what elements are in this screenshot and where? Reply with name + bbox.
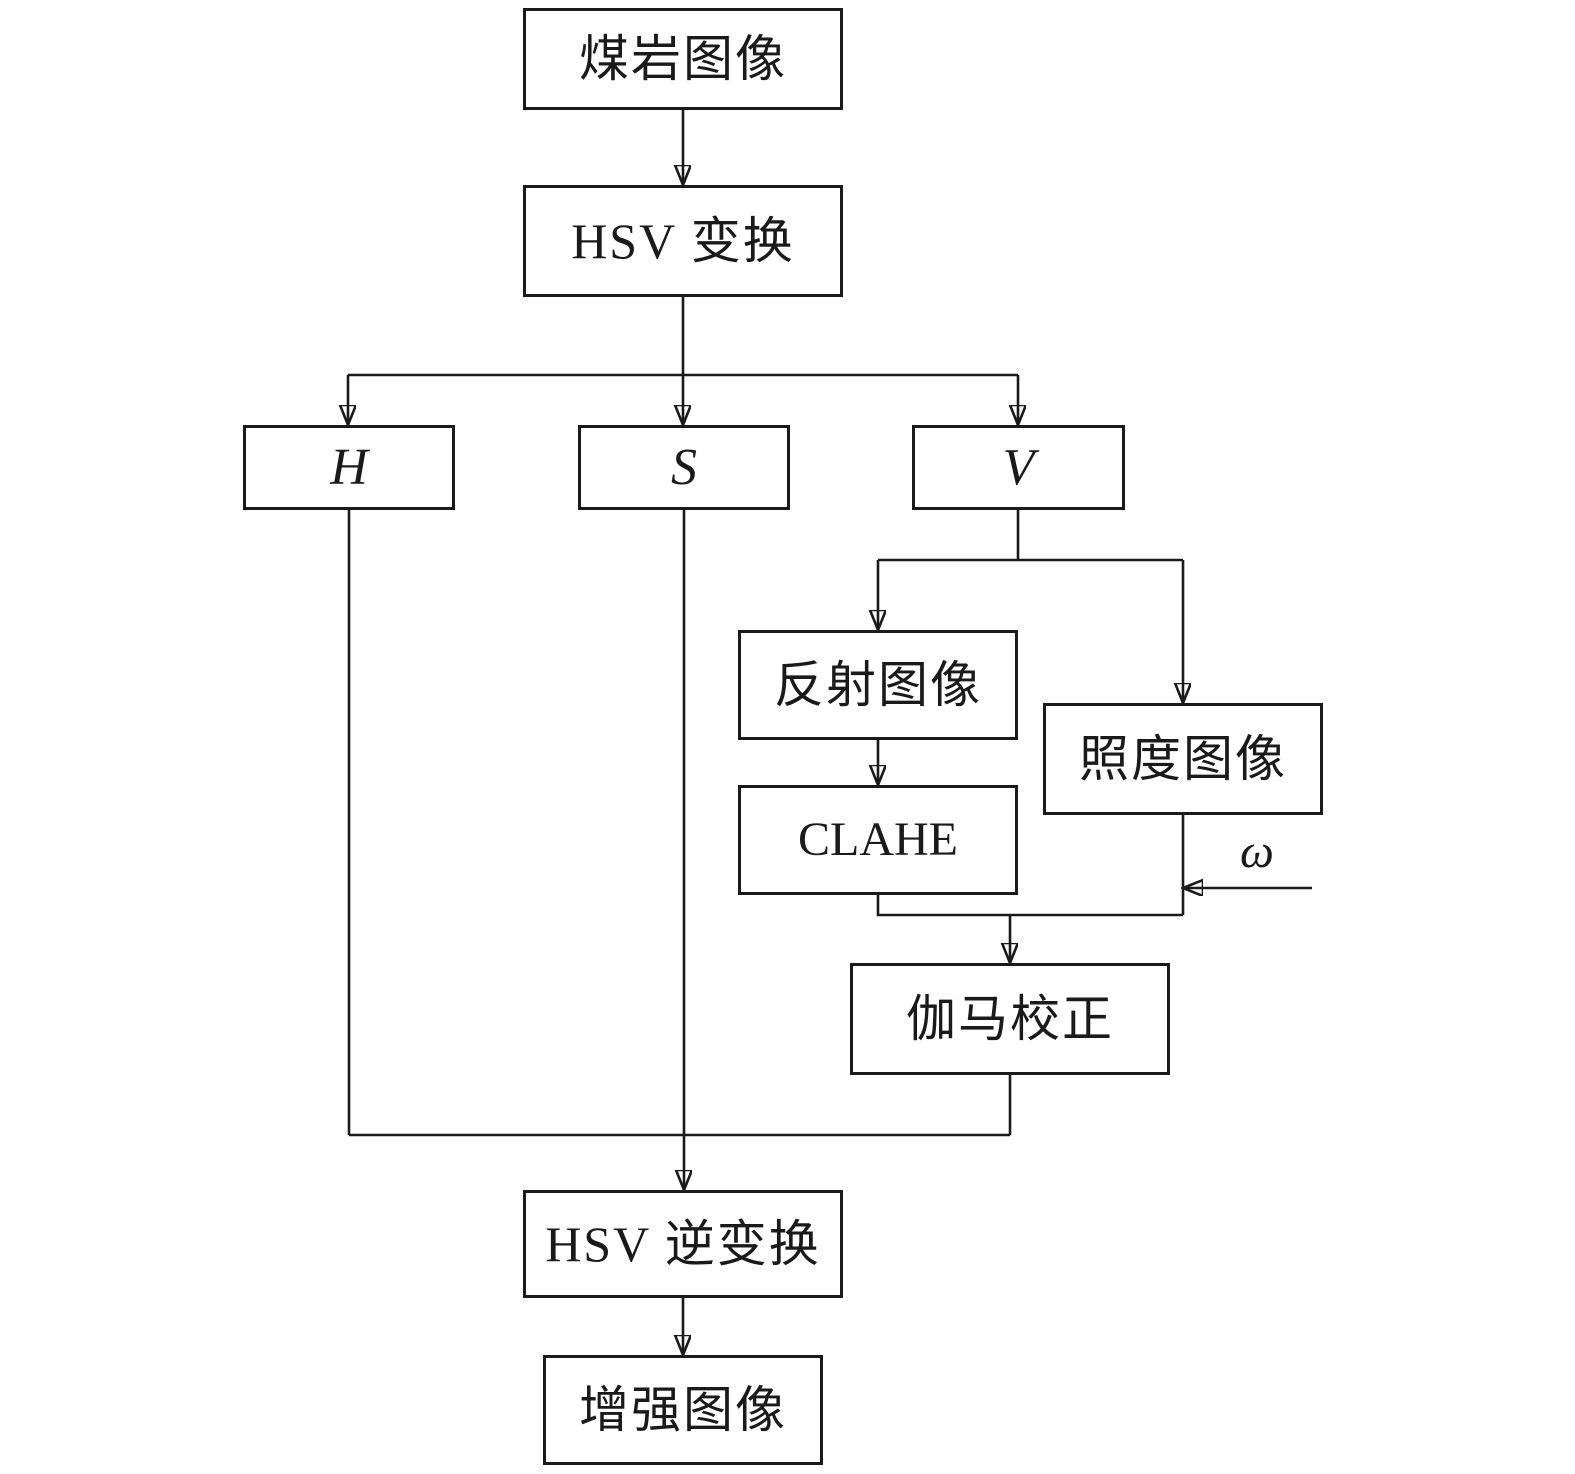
connector-clahe-merge (876, 895, 1183, 917)
node-label-s: S (671, 438, 697, 496)
node-label-coal-rock: 煤岩图像 (579, 31, 787, 87)
node-reflection-image: 反射图像 (738, 630, 1018, 740)
node-illumination-image: 照度图像 (1043, 703, 1323, 815)
node-label-h: H (330, 438, 368, 496)
node-label-reflection: 反射图像 (774, 657, 982, 713)
node-label-illumination: 照度图像 (1079, 731, 1287, 787)
node-gamma-correction: 伽马校正 (850, 963, 1170, 1075)
node-h-channel: H (243, 425, 455, 510)
node-label-hsv-transform: HSV 变换 (571, 213, 795, 269)
node-hsv-transform: HSV 变换 (523, 185, 843, 297)
node-coal-rock-image: 煤岩图像 (523, 8, 843, 110)
node-hsv-inverse-transform: HSV 逆变换 (523, 1190, 843, 1298)
node-label-gamma: 伽马校正 (906, 991, 1114, 1047)
node-label-enhanced: 增强图像 (579, 1382, 787, 1438)
node-label-v: V (1002, 438, 1035, 496)
node-clahe: CLAHE (738, 785, 1018, 895)
omega-weight-label: ω (1240, 825, 1274, 878)
node-enhanced-image: 增强图像 (543, 1355, 823, 1465)
node-label-hsv-inverse: HSV 逆变换 (545, 1216, 821, 1272)
node-label-clahe: CLAHE (798, 813, 958, 866)
node-s-channel: S (578, 425, 790, 510)
node-v-channel: V (912, 425, 1125, 510)
